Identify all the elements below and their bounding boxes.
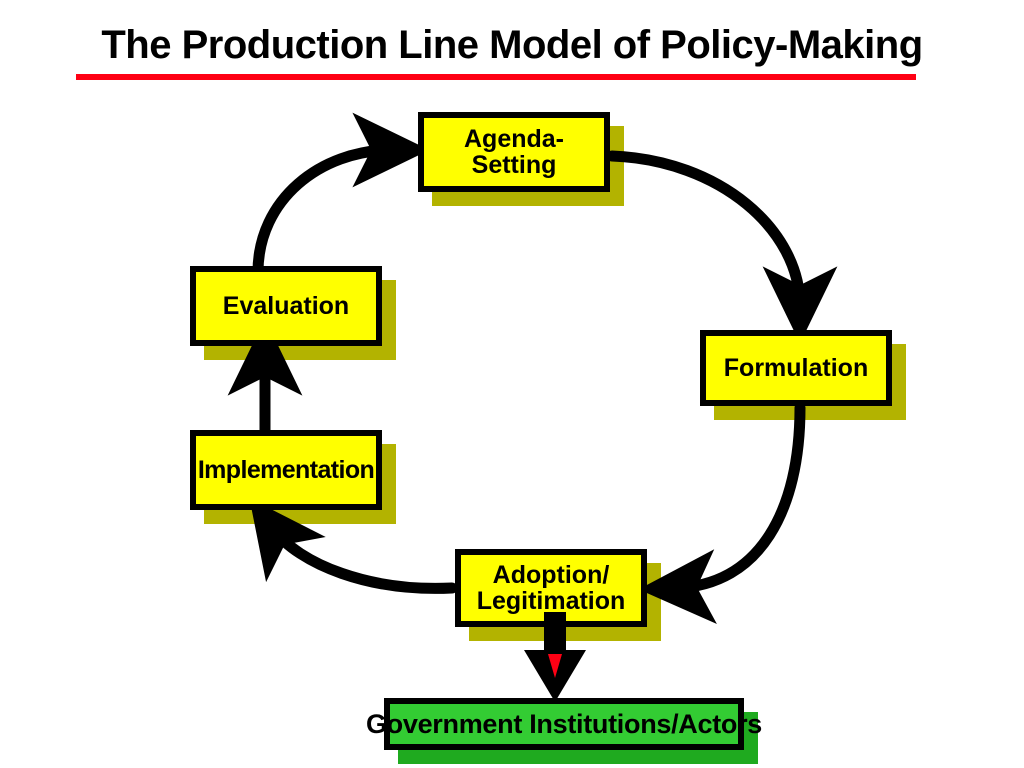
edge-adoption-to-implementation <box>249 498 458 594</box>
edge-agenda-to-formulation <box>606 150 838 344</box>
page-title: The Production Line Model of Policy-Maki… <box>101 23 923 67</box>
edge-formulation-to-adoption <box>638 402 806 624</box>
node-agenda-setting-label: Agenda-Setting <box>464 124 564 179</box>
node-formulation-label: Formulation <box>723 353 869 382</box>
title-underline <box>76 74 916 80</box>
node-evaluation[interactable]: Evaluation <box>190 266 382 346</box>
node-government-institutions-actors[interactable]: Government Institutions/Actors <box>366 698 762 750</box>
node-implementation[interactable]: Implementation <box>190 430 382 510</box>
arrow-accent-red-head <box>548 654 562 678</box>
node-implementation-label: Implementation <box>197 455 375 484</box>
node-adoption-legitimation[interactable]: Adoption/ Legitimation <box>455 549 647 627</box>
node-agenda-setting[interactable]: Agenda-Setting <box>418 112 610 192</box>
arrow-adoption-to-government-head <box>524 650 586 702</box>
edge-evaluation-to-agenda <box>252 112 430 278</box>
node-government-institutions-actors-label: Government Institutions/Actors <box>365 708 763 739</box>
title-block: The Production Line Model of Policy-Maki… <box>0 22 1024 68</box>
node-formulation[interactable]: Formulation <box>700 330 892 406</box>
node-adoption-legitimation-label: Adoption/ Legitimation <box>476 560 626 615</box>
node-evaluation-label: Evaluation <box>222 291 350 320</box>
